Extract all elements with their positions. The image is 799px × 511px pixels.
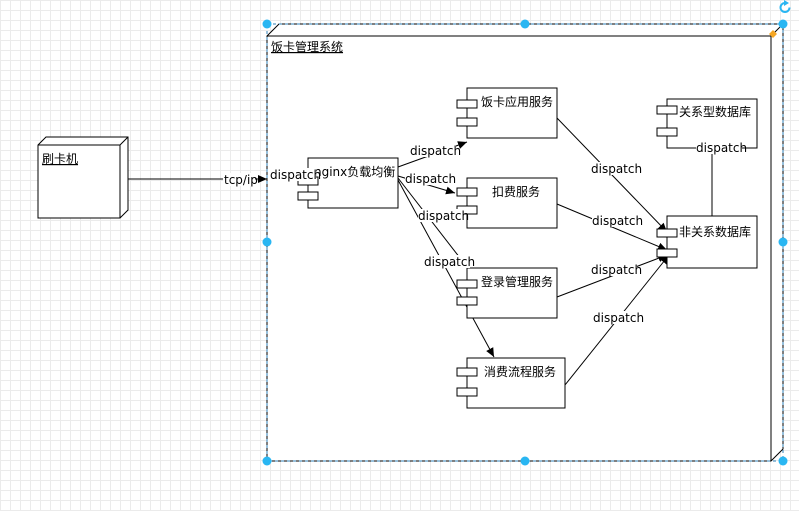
resize-handle-sw <box>262 456 272 466</box>
edge-label-dispatch-rdb: dispatch <box>696 141 747 155</box>
resize-handle-s <box>520 456 530 466</box>
corner-handle <box>769 30 777 38</box>
nonrelational-db-label: 非关系数据库 <box>679 224 751 239</box>
card-app-label: 饭卡应用服务 <box>481 94 553 109</box>
edge-nginx-login <box>397 177 468 268</box>
edge-label-dispatch-consume-nosql: dispatch <box>593 311 644 325</box>
relational-db-component[interactable] <box>656 98 758 149</box>
card-reader-node[interactable] <box>37 136 129 219</box>
selection-overlay[interactable] <box>262 0 791 466</box>
consume-component[interactable] <box>456 357 566 409</box>
deduct-component[interactable] <box>456 177 558 229</box>
edge-label-dispatch-consume: dispatch <box>424 255 475 269</box>
login-component[interactable] <box>456 267 558 319</box>
edge-label-tcp: tcp/ip <box>224 173 258 187</box>
edge-labels: tcp/ip dispatch dispatch dispatch dispat… <box>223 141 747 325</box>
nonrelational-db-component[interactable] <box>656 215 758 269</box>
resize-handle-w <box>262 237 272 247</box>
resize-handle-e <box>778 237 788 247</box>
resize-handle-ne <box>778 19 788 29</box>
card-reader-label: 刷卡机 <box>42 152 78 166</box>
nginx-component[interactable] <box>297 157 399 209</box>
relational-db-label: 关系型数据库 <box>679 104 751 119</box>
edge-label-dispatch-nginx-in: dispatch <box>270 168 321 182</box>
login-label: 登录管理服务 <box>481 274 553 289</box>
system-label: 饭卡管理系统 <box>271 39 343 54</box>
edge-label-dispatch-deduct: dispatch <box>405 172 456 186</box>
consume-label: 消费流程服务 <box>484 364 556 379</box>
edge-label-dispatch-deduct-nosql: dispatch <box>592 214 643 228</box>
edge-label-dispatch-cardapp-nosql: dispatch <box>591 162 642 176</box>
edge-label-dispatch-login: dispatch <box>418 209 469 223</box>
edge-nginx-consume <box>397 179 495 358</box>
deduct-label: 扣费服务 <box>492 184 540 199</box>
edge-label-dispatch-cardapp: dispatch <box>410 144 461 158</box>
rotate-icon[interactable] <box>779 0 791 13</box>
resize-handle-se <box>778 456 788 466</box>
edge-label-dispatch-login-nosql: dispatch <box>591 263 642 277</box>
card-app-component[interactable] <box>456 87 558 139</box>
resize-handle-nw <box>262 19 272 29</box>
resize-handle-n <box>520 19 530 29</box>
nginx-label: nginx负载均衡 <box>314 165 395 179</box>
